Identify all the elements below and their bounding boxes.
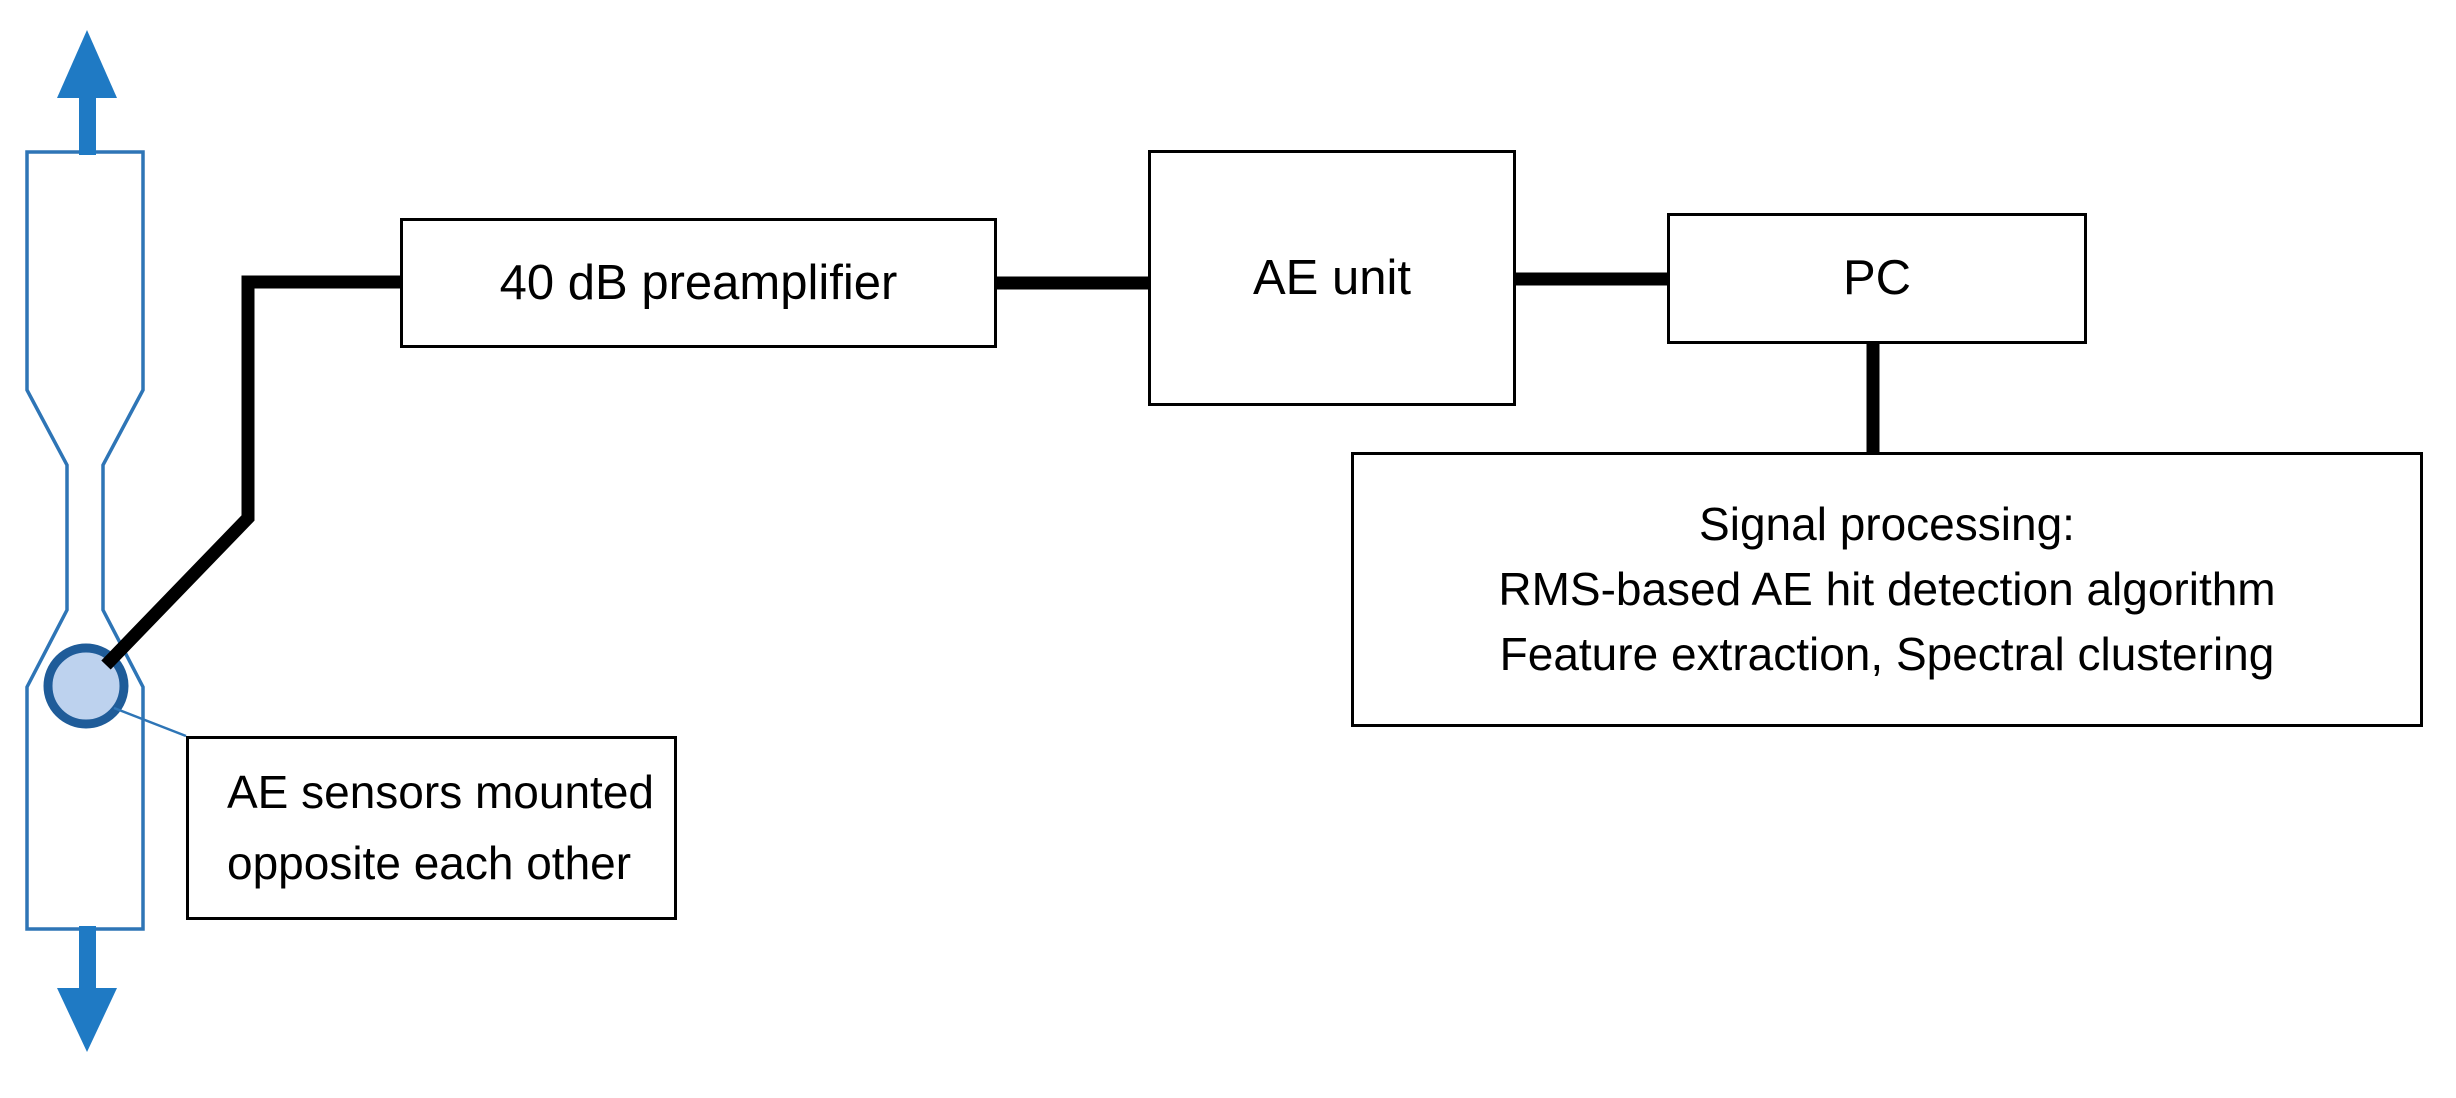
block-ae-unit[interactable]: AE unit	[1148, 150, 1516, 406]
block-pc-label: PC	[1842, 251, 1912, 306]
block-preamplifier[interactable]: 40 dB preamplifier	[400, 218, 997, 348]
callout-ae-sensors[interactable]: AE sensors mounted opposite each other	[186, 736, 677, 920]
signal-processing-heading: Signal processing:	[1699, 497, 2075, 550]
signal-processing-line-1: RMS-based AE hit detection algorithm	[1498, 562, 2276, 615]
callout-ae-sensors-line-2: opposite each other	[227, 837, 632, 889]
block-ae-unit-label: AE unit	[1253, 250, 1411, 305]
block-preamplifier-label: 40 dB preamplifier	[499, 255, 898, 310]
block-signal-processing[interactable]: Signal processing: RMS-based AE hit dete…	[1351, 452, 2423, 727]
callout-ae-sensors-line-1: AE sensors mounted	[227, 765, 655, 818]
ae-sensor[interactable]	[46, 646, 126, 726]
cable-sensor-to-preamplifier	[101, 275, 400, 670]
specimen-dogbone[interactable]	[20, 145, 150, 935]
load-arrow-down	[50, 925, 125, 1060]
block-pc[interactable]: PC	[1667, 213, 2087, 344]
load-arrow-up	[50, 25, 125, 160]
signal-processing-line-2: Feature extraction, Spectral clustering	[1499, 628, 2275, 681]
